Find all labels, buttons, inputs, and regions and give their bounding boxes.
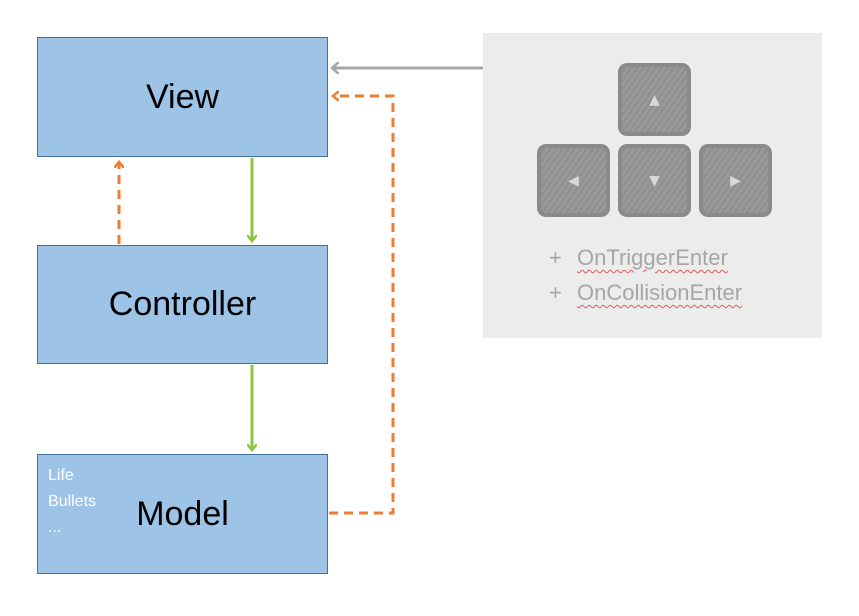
arrow-down-key-icon: ▼ <box>618 144 691 217</box>
method-name: OnTriggerEnter <box>577 245 728 270</box>
view-box: View <box>37 37 328 157</box>
method-on-collision-enter: + OnCollisionEnter <box>549 280 742 306</box>
controller-box: Controller <box>37 245 328 364</box>
method-name: OnCollisionEnter <box>577 280 743 305</box>
arrow-up-glyph: ▲ <box>649 91 660 108</box>
model-attributes: Life Bullets ... <box>48 463 96 541</box>
arrow-left-glyph: ◀ <box>568 172 579 189</box>
arrow-left-key-icon: ◀ <box>537 144 610 217</box>
arrow-up-key-icon: ▲ <box>618 63 691 136</box>
arrow-right-glyph: ▶ <box>730 172 741 189</box>
arrow-down-glyph: ▼ <box>649 172 660 189</box>
model-title: Model <box>136 494 229 533</box>
method-prefix: + <box>549 245 562 270</box>
model-attribute-bullets: Bullets <box>48 493 97 510</box>
view-title: View <box>145 77 220 116</box>
model-attribute-life: Life <box>48 467 74 484</box>
input-panel: ▲ ◀ ▼ ▶ + OnTriggerEnter + OnCollisionEnte… <box>483 33 822 338</box>
arrow-model-to-view-dashed <box>329 96 395 515</box>
method-on-trigger-enter: + OnTriggerEnter <box>549 245 728 271</box>
model-box: Life Bullets ... Model <box>37 454 328 574</box>
method-prefix: + <box>549 280 562 305</box>
controller-title: Controller <box>108 285 257 323</box>
model-attribute-ellipsis: ... <box>48 519 62 536</box>
arrow-right-key-icon: ▶ <box>699 144 772 217</box>
